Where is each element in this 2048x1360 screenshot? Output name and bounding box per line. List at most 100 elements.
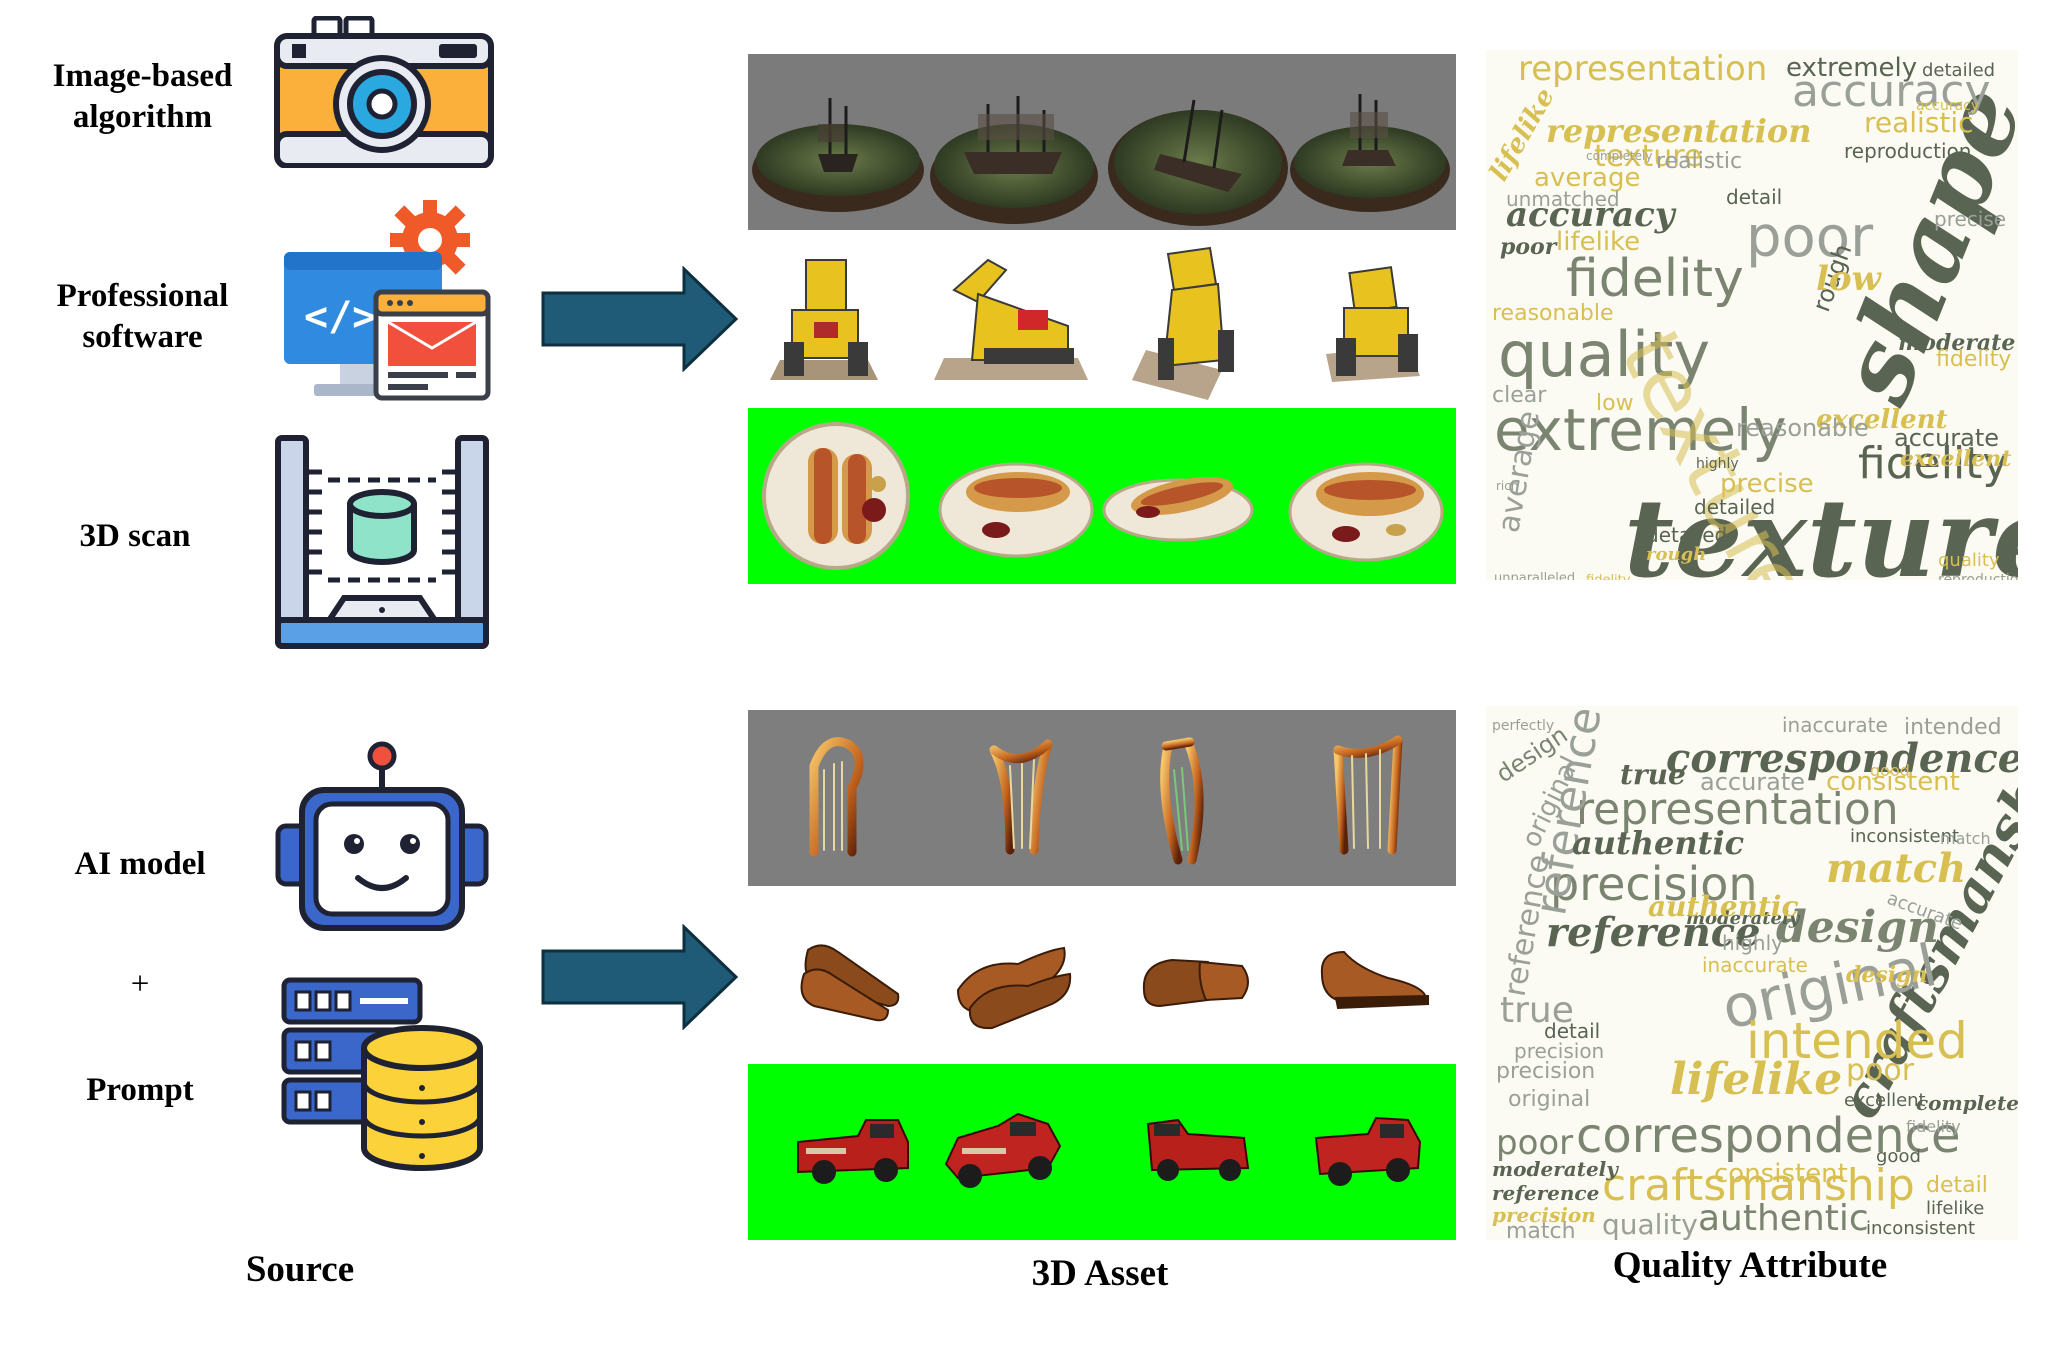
word: representation <box>1576 784 1899 835</box>
word: low <box>1596 391 1634 416</box>
label-line-1: Image-based <box>52 58 233 94</box>
word: match <box>1940 829 1991 848</box>
asset-view <box>934 258 1088 380</box>
word: realistic <box>1864 106 1974 139</box>
camera-icon <box>274 16 494 168</box>
word: perfectly <box>1492 718 1554 734</box>
word: extremely <box>1494 396 1787 464</box>
asset-view <box>944 1112 1062 1188</box>
word: reproduction <box>1844 139 1971 163</box>
word: detailed <box>1646 523 1727 547</box>
word: inconsistent <box>1850 826 1959 847</box>
word: precision <box>1514 1039 1604 1063</box>
word: lifelike <box>1670 1054 1842 1105</box>
word: excellent <box>1816 405 1948 435</box>
word: true <box>1500 990 1574 1031</box>
asset-view <box>1102 476 1254 542</box>
source-label-prompt: Prompt <box>86 1072 194 1108</box>
word: realistic <box>1656 149 1742 174</box>
asset-view <box>1142 958 1249 1008</box>
label-line-2: algorithm <box>72 99 213 135</box>
source-label-3d-scan: 3D scan <box>79 518 191 554</box>
word: highly <box>1696 456 1739 472</box>
word: accurate <box>1894 424 1999 452</box>
word: accuracy <box>1792 66 1991 117</box>
asset-view <box>1290 94 1450 212</box>
word: moderate <box>1898 330 2015 356</box>
svg-text:</>: </> <box>304 294 376 340</box>
word: moderately <box>1686 908 1801 929</box>
word: precise <box>1720 469 1814 499</box>
asset-view <box>1288 462 1444 562</box>
word: accurate <box>1700 768 1805 796</box>
word: completely <box>1916 1091 2018 1115</box>
word: detail <box>1544 1019 1600 1043</box>
label-line-1: Professional <box>56 278 229 314</box>
word: fidelity <box>1566 249 1744 309</box>
word: precision <box>1496 1059 1595 1084</box>
3d-scanner-icon <box>275 435 489 649</box>
asset-view <box>770 259 878 380</box>
word: clear <box>1492 383 1547 408</box>
asset-view <box>762 422 910 570</box>
asset-strip-shoes <box>748 890 1456 1066</box>
word: design <box>1846 962 1928 988</box>
label-line-2: software <box>82 319 203 355</box>
software-window-icon: </> <box>284 200 491 401</box>
word: average <box>1534 163 1640 193</box>
word: rough <box>1646 544 1706 565</box>
word: fidelity <box>1858 438 2008 489</box>
word: precision <box>1492 1203 1596 1227</box>
asset-view <box>1329 735 1403 859</box>
word: texture <box>1594 139 1702 174</box>
word: unparalleled <box>1494 571 1575 580</box>
asset-strip-truck <box>748 1064 1456 1240</box>
word: craftsmanship <box>1602 1160 1915 1211</box>
word: precision <box>1550 857 1758 911</box>
word: extremely <box>1786 53 1917 83</box>
word: true <box>1620 758 1686 791</box>
word: poor <box>1746 205 1874 270</box>
asset-view <box>1320 950 1429 1010</box>
word: intended <box>1746 1012 1968 1070</box>
word: consistent <box>1714 1159 1848 1189</box>
arrow-right-icon <box>541 924 739 1030</box>
word: poor <box>1846 1053 1915 1088</box>
arrow-right-icon <box>541 266 739 372</box>
asset-view <box>752 98 924 212</box>
word: good <box>1870 761 1910 780</box>
source-label-image-based-algorithm: Image-based algorithm <box>30 56 255 138</box>
word: lifelike <box>1556 227 1640 257</box>
word-cloud-3d-scan-attributes: texture shape quality fidelity extremely… <box>1486 50 2018 580</box>
asset-view <box>938 462 1094 558</box>
word: consistent <box>1826 767 1960 797</box>
word: poor <box>1500 234 1558 260</box>
asset-view <box>797 1119 909 1184</box>
word: design <box>1776 902 1939 953</box>
word: accuracy <box>1506 195 1677 235</box>
word: detailed <box>1694 495 1775 519</box>
asset-view <box>1326 266 1420 382</box>
word: detail <box>1926 1173 1988 1198</box>
word: completely <box>1586 149 1653 163</box>
asset-view <box>956 946 1072 1030</box>
word: inconsistent <box>1866 1218 1975 1239</box>
asset-strip-ship <box>748 54 1456 230</box>
word: authentic <box>1648 890 1799 923</box>
word: quality <box>1938 550 2000 571</box>
word: correspondence <box>1666 735 2018 782</box>
word-cloud-ai-model-attributes: correspondence representation precision … <box>1486 706 2018 1240</box>
asset-strip-lego-bulldozer <box>748 230 1456 406</box>
asset-view <box>930 96 1098 224</box>
column-title-quality-attribute: Quality Attribute <box>1612 1245 1888 1286</box>
word: poor <box>1496 1123 1573 1163</box>
word: rich <box>1496 479 1518 493</box>
word: inaccurate <box>1702 953 1808 977</box>
asset-view <box>1146 1118 1250 1181</box>
word: reasonable <box>1492 301 1614 326</box>
robot-icon <box>275 741 489 931</box>
word: correspondence <box>1576 1108 1960 1164</box>
word: unmatched <box>1506 187 1620 211</box>
word: authentic <box>1698 1198 1869 1239</box>
word: reference <box>1492 1181 1599 1205</box>
